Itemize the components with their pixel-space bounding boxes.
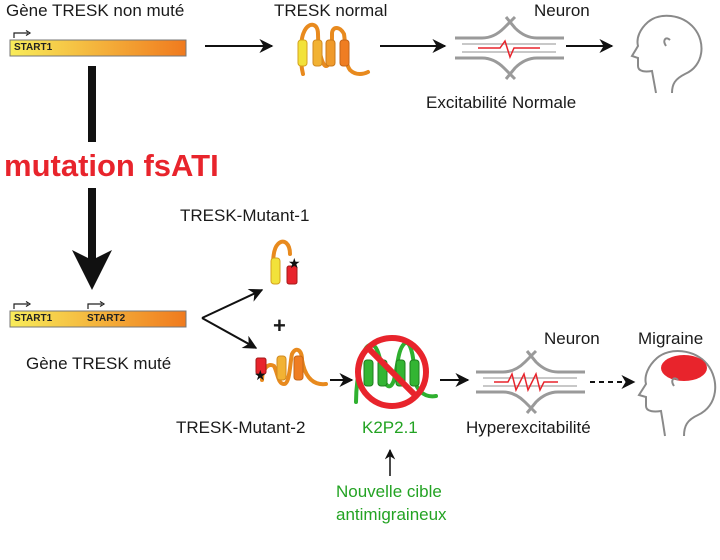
start1-label-top: START1: [14, 42, 53, 53]
mutant2-label: TRESK-Mutant-2: [176, 418, 306, 437]
tresk-mutant1-protein: ★: [270, 239, 301, 285]
gene-normal-label: Gène TRESK non muté: [6, 1, 185, 20]
arrow-to-mutant2: [201, 317, 258, 349]
k2p21-label: K2P2.1: [362, 418, 418, 437]
gene-mutated-label: Gène TRESK muté: [26, 354, 172, 373]
svg-text:★: ★: [288, 256, 301, 272]
tresk-mutant2-protein: ★: [254, 347, 328, 387]
hyperexcitability-label: Hyperexcitabilité: [466, 418, 591, 437]
head-normal-icon: [630, 14, 703, 94]
neuron-hyper-icon: [476, 349, 585, 415]
arrow-to-mutant1: [201, 288, 264, 319]
neuron-label-top: Neuron: [534, 1, 590, 20]
neuron-normal-icon: [455, 15, 564, 81]
neuron-label-bottom: Neuron: [544, 329, 600, 348]
mutation-label: mutation fsATI: [4, 148, 219, 183]
target-label-line2: antimigraineux: [336, 505, 447, 524]
head-migraine-icon: [637, 350, 717, 437]
gene-bar-mutated: [9, 300, 187, 328]
gene-bar-normal: [9, 29, 187, 57]
start1-label-bottom: START1: [14, 313, 53, 324]
prohibition-icon: [355, 335, 429, 409]
start2-label: START2: [87, 313, 126, 324]
plus-sign: +: [273, 313, 286, 338]
mutant1-label: TRESK-Mutant-1: [180, 206, 310, 225]
migraine-label: Migraine: [638, 329, 704, 348]
svg-text:★: ★: [254, 368, 267, 384]
excitability-normal-label: Excitabilité Normale: [426, 93, 577, 112]
target-label-line1: Nouvelle cible: [336, 482, 442, 501]
tresk-normal-protein: [297, 22, 370, 76]
tresk-normal-label: TRESK normal: [274, 1, 388, 20]
